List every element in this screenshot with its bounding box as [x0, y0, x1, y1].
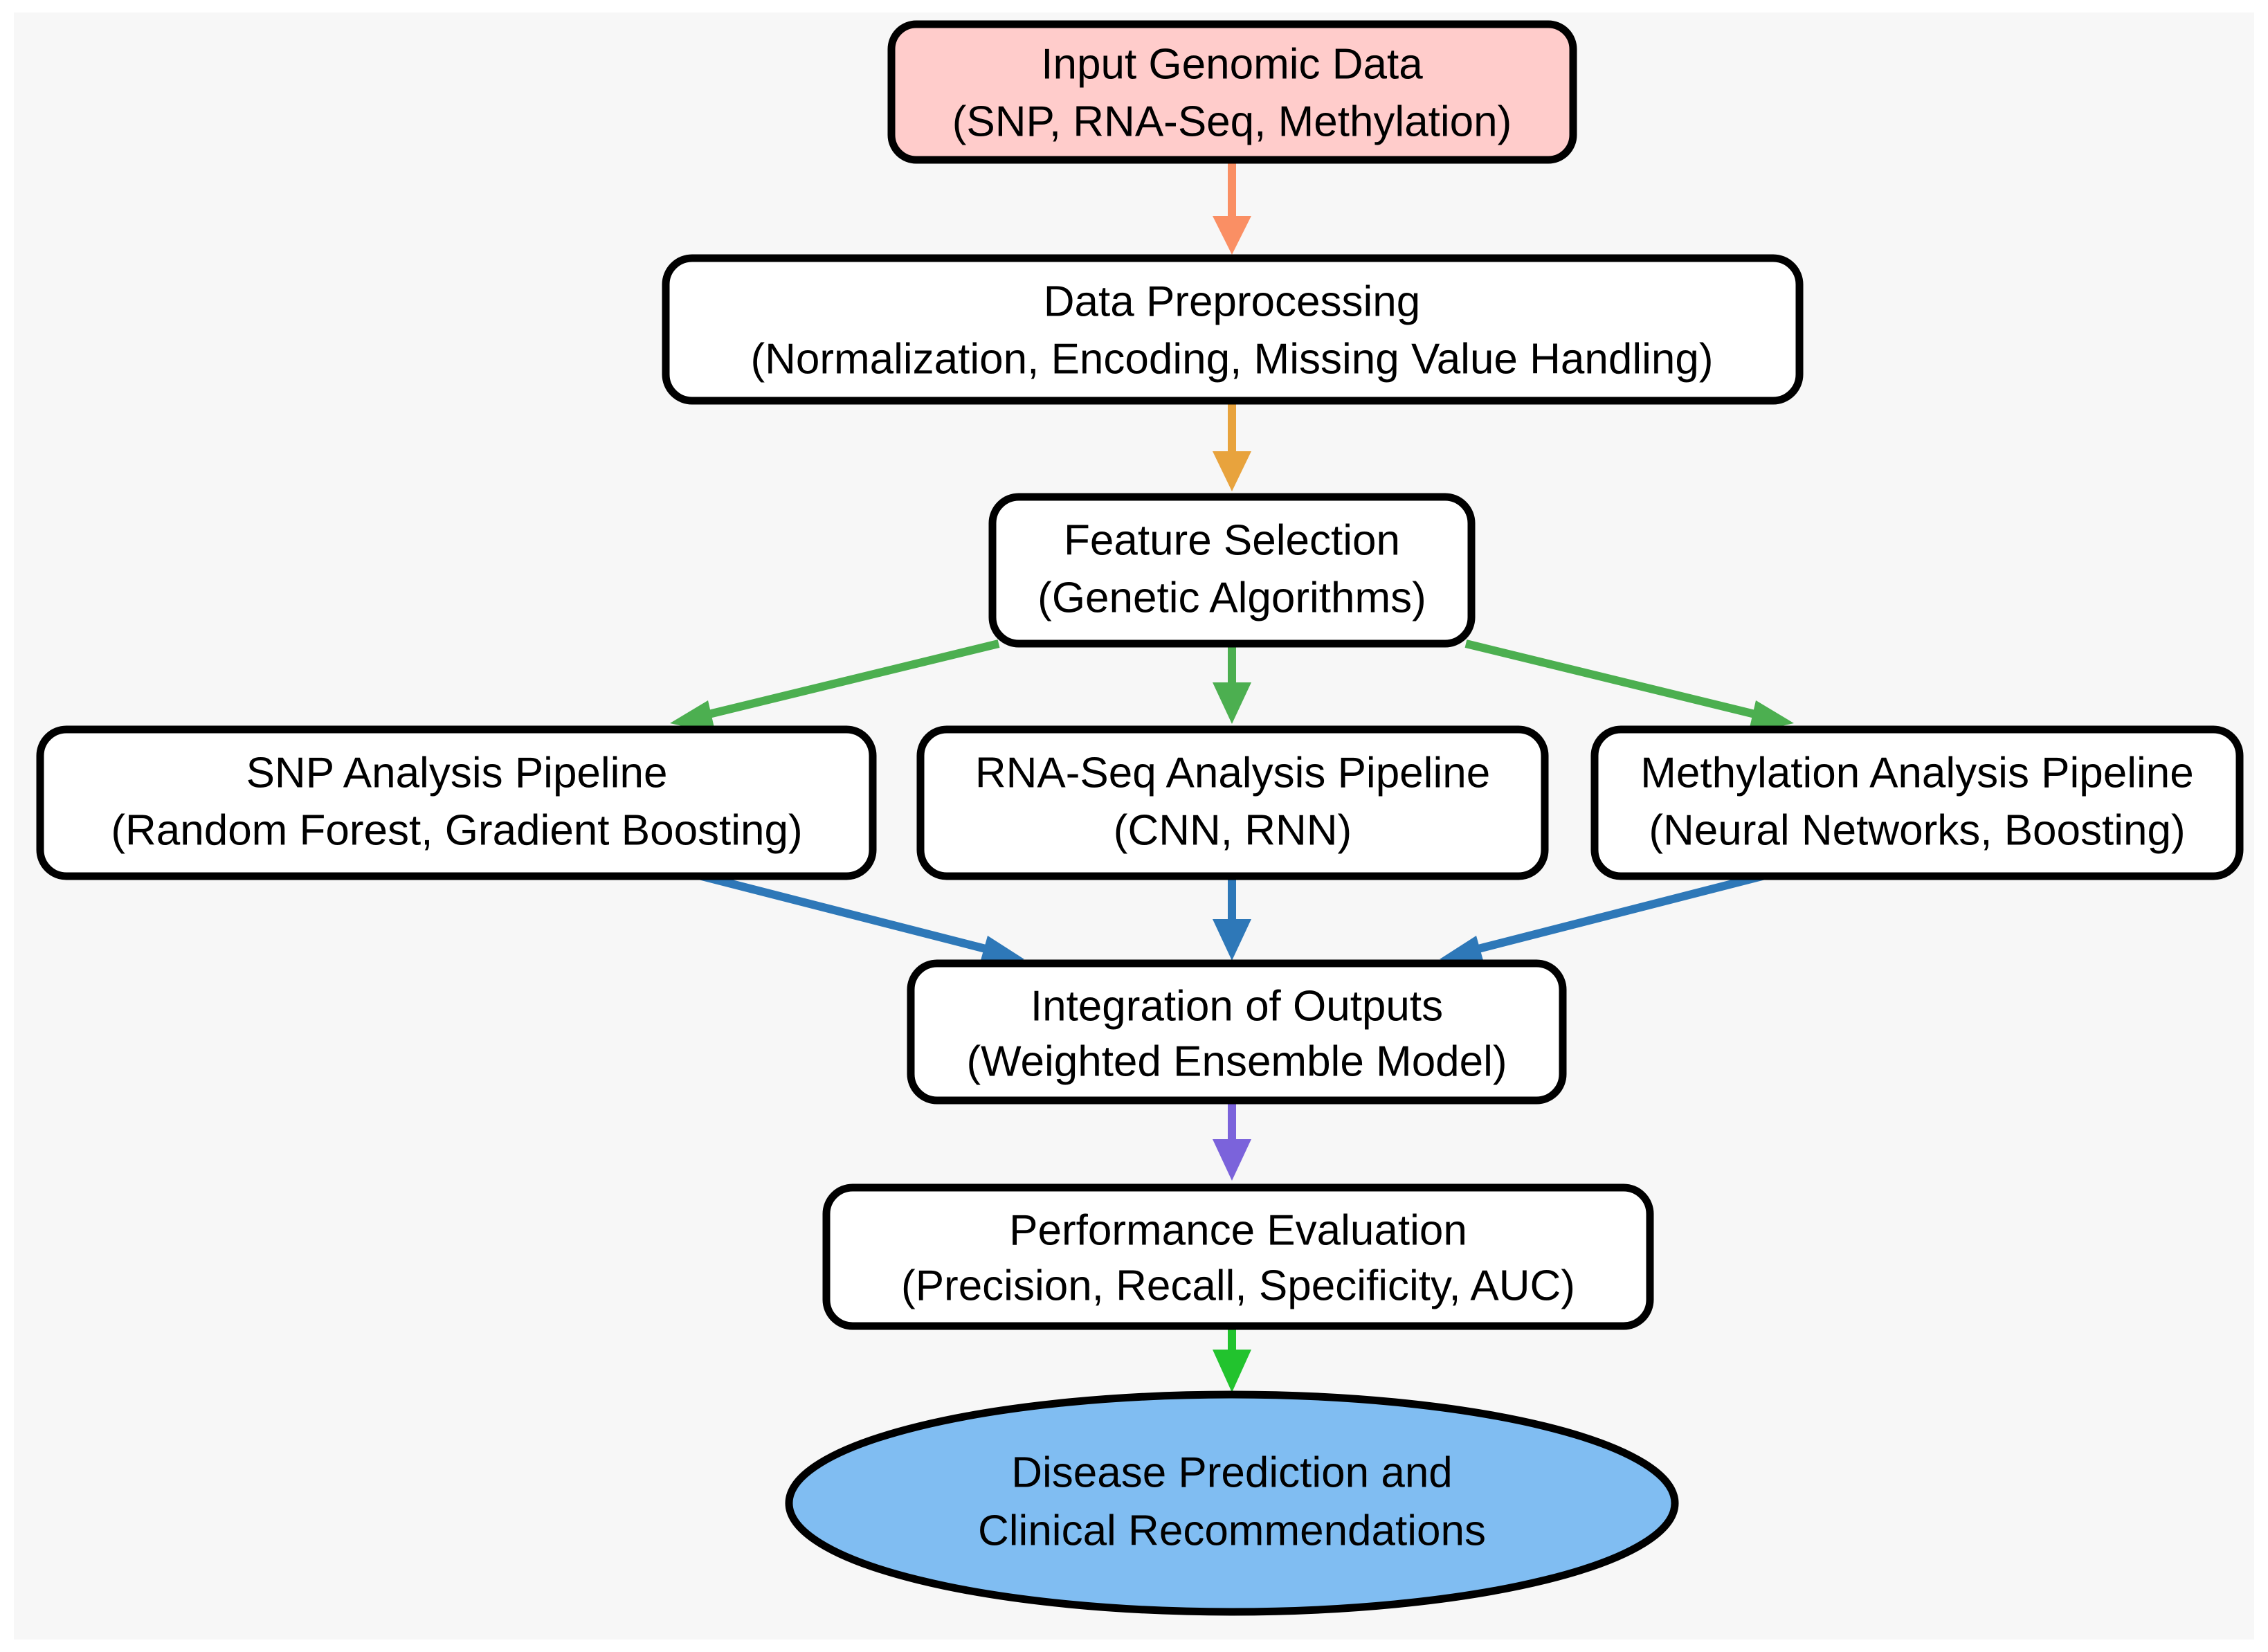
node-label-line2: (SNP, RNA-Seq, Methylation) — [952, 98, 1512, 145]
node-label-line2: (Random Forest, Gradient Boosting) — [111, 806, 802, 854]
arrowhead-icon — [1213, 682, 1251, 724]
arrowhead-icon — [1213, 451, 1251, 491]
edge-evaluation-to-outcome — [1213, 1322, 1251, 1392]
edge-preprocessing-to-feature-selection — [1213, 401, 1251, 491]
edge-snp-to-integration — [698, 871, 1024, 968]
node-label-line1: Performance Evaluation — [1009, 1206, 1467, 1254]
arrowhead-icon — [670, 700, 716, 734]
node-background — [916, 725, 1549, 880]
edge-line — [698, 871, 990, 954]
node-background — [662, 254, 1804, 405]
arrowhead-icon — [1748, 700, 1794, 734]
node-rnaseq-analysis-pipeline[interactable]: RNA-Seq Analysis Pipeline (CNN, RNN) — [916, 725, 1549, 880]
node-integration-of-outputs[interactable]: Integration of Outputs (Weighted Ensembl… — [907, 959, 1567, 1105]
node-background — [988, 493, 1476, 648]
node-snp-analysis-pipeline[interactable]: SNP Analysis Pipeline (Random Forest, Gr… — [36, 725, 877, 880]
node-background — [1590, 725, 2244, 880]
node-label-line1: Input Genomic Data — [1041, 40, 1423, 88]
node-background — [887, 20, 1577, 164]
edge-integration-to-evaluation — [1213, 1097, 1251, 1181]
node-methylation-analysis-pipeline[interactable]: Methylation Analysis Pipeline (Neural Ne… — [1590, 725, 2244, 880]
node-data-preprocessing[interactable]: Data Preprocessing (Normalization, Encod… — [662, 254, 1804, 405]
node-label-line2: (Precision, Recall, Specificity, AUC) — [901, 1262, 1575, 1309]
edge-feature-selection-to-snp — [670, 639, 1000, 734]
node-background — [907, 959, 1567, 1105]
node-label-line2: (Genetic Algorithms) — [1037, 574, 1426, 621]
node-feature-selection[interactable]: Feature Selection (Genetic Algorithms) — [988, 493, 1476, 648]
node-disease-prediction-outcome[interactable]: Disease Prediction and Clinical Recommen… — [785, 1390, 1679, 1616]
arrowhead-icon — [1213, 216, 1251, 255]
edge-methylation-to-integration — [1440, 871, 1766, 968]
node-background — [36, 725, 877, 880]
node-label-line2: (Normalization, Encoding, Missing Value … — [750, 335, 1713, 383]
node-label-line1: Data Preprocessing — [1044, 278, 1421, 325]
node-input-genomic-data[interactable]: Input Genomic Data (SNP, RNA-Seq, Methyl… — [887, 20, 1577, 164]
node-label-line1: RNA-Seq Analysis Pipeline — [975, 749, 1490, 797]
node-performance-evaluation[interactable]: Performance Evaluation (Precision, Recal… — [822, 1183, 1654, 1330]
node-label-line1: SNP Analysis Pipeline — [246, 749, 668, 797]
node-label-line1: Feature Selection — [1064, 516, 1400, 564]
node-label-line2: (Neural Networks, Boosting) — [1649, 806, 2185, 854]
node-label-line2: Clinical Recommendations — [978, 1507, 1486, 1554]
arrowhead-icon — [1213, 1350, 1251, 1392]
edge-input-to-preprocessing — [1213, 161, 1251, 255]
arrowhead-icon — [1213, 919, 1251, 961]
node-label-line2: (CNN, RNN) — [1114, 806, 1352, 854]
edge-line — [1474, 871, 1766, 954]
node-label-line1: Integration of Outputs — [1031, 982, 1443, 1030]
edge-rnaseq-to-integration — [1213, 879, 1251, 961]
edge-feature-selection-to-rnaseq — [1213, 644, 1251, 724]
node-label-line2: (Weighted Ensemble Model) — [966, 1037, 1507, 1085]
edge-line — [705, 639, 1000, 719]
edge-line — [1464, 639, 1759, 719]
node-label-line1: Methylation Analysis Pipeline — [1640, 749, 2194, 797]
node-label-line1: Disease Prediction and — [1011, 1449, 1453, 1496]
node-background — [822, 1183, 1654, 1330]
edge-feature-selection-to-methylation — [1464, 639, 1794, 734]
node-background — [785, 1390, 1679, 1616]
arrowhead-icon — [1213, 1139, 1251, 1181]
